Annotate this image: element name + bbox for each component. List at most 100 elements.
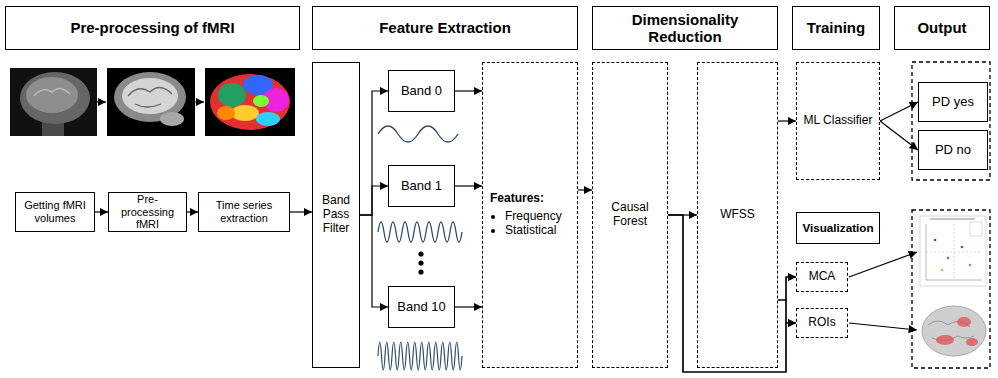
method-box: WFSS: [697, 62, 778, 368]
brain-cortex: [122, 78, 178, 114]
node-label: PD no: [935, 143, 971, 158]
node-label: Getting fMRI volumes: [19, 199, 91, 224]
ellipsis-dot: [418, 260, 423, 265]
chart-gridline: [954, 224, 955, 280]
section-header: Training: [792, 6, 880, 50]
method-box: MCA: [796, 262, 848, 292]
mri-raw-image: [10, 68, 97, 136]
filter-box: Band Pass Filter: [312, 62, 360, 368]
output-group: [912, 210, 990, 368]
roi-patch: [966, 338, 978, 346]
chart-dot: [961, 246, 964, 249]
band-box: Band 1: [388, 165, 455, 207]
node-label: Band 0: [401, 84, 442, 99]
list-item: Frequency: [505, 209, 562, 223]
image-arrow: [97, 101, 106, 102]
atlas-region: [218, 83, 246, 107]
cerebellum-shape: [160, 112, 184, 126]
node-label: Time series extraction: [202, 199, 286, 224]
output-group: [912, 62, 990, 180]
process-box: Getting fMRI volumes: [15, 192, 95, 232]
output-box: PD no: [918, 130, 988, 170]
image-arrow: [195, 101, 204, 102]
section-header: Visualization: [796, 212, 880, 244]
flow-arrow: [455, 185, 482, 186]
band-wave: [378, 342, 462, 370]
node-label: PD yes: [932, 95, 974, 110]
process-box: Time series extraction: [198, 192, 290, 232]
brain-fold: [34, 88, 70, 96]
node-label: Output: [917, 19, 966, 36]
node-label: Dimensionality Reduction: [596, 11, 774, 46]
flow-arrow: [880, 102, 918, 121]
image-ground: [10, 68, 97, 136]
band-box: Band 0: [388, 70, 455, 112]
node-label: Pre-processing fMRI: [112, 193, 183, 231]
node-label: WFSS: [720, 208, 755, 222]
list-item: Statistical: [505, 223, 562, 237]
node-label: Pre-processing of fMRI: [70, 19, 234, 36]
flow-arrow: [187, 211, 198, 212]
atlas-region: [256, 112, 280, 126]
node-label: ROIs: [808, 316, 835, 330]
flow-arrow: [360, 186, 388, 215]
chart-title-line: [930, 219, 975, 220]
image-ground: [107, 68, 195, 136]
flow-arrow: [290, 211, 312, 212]
node-label: Training: [807, 19, 865, 36]
atlas-region: [210, 74, 290, 130]
mri-stripped-image: [107, 68, 195, 136]
roi-brain-render: [922, 306, 986, 356]
atlas-region: [253, 95, 269, 107]
flow-arrow: [668, 215, 796, 372]
output-box: PD yes: [918, 82, 988, 122]
process-box: Pre-processing fMRI: [108, 192, 187, 232]
image-ground: [205, 68, 295, 136]
atlas-region: [217, 106, 235, 120]
node-label: Features:: [490, 192, 544, 206]
section-header: Dimensionality Reduction: [592, 6, 778, 50]
chart-dot: [969, 264, 972, 267]
flow-arrow: [578, 189, 592, 190]
section-header: Pre-processing of fMRI: [5, 6, 300, 50]
flow-arrow: [455, 90, 482, 91]
section-header: Feature Extraction: [312, 6, 578, 50]
flow-arrow: [668, 215, 796, 372]
brain-fold: [128, 87, 172, 107]
atlas-region: [231, 105, 259, 121]
flow-arrow: [95, 211, 108, 212]
ellipsis-dot: [418, 269, 423, 274]
chart-dot: [947, 257, 950, 260]
band-wave: [378, 222, 462, 242]
chart-dot: [934, 239, 937, 242]
flow-arrow: [778, 277, 796, 300]
output-arrow: [849, 252, 917, 277]
chart-dot: [941, 269, 944, 272]
node-label: Causal Forest: [596, 201, 664, 229]
head-shape: [20, 72, 90, 124]
flow-arrow: [778, 120, 796, 121]
node-label: Band Pass Filter: [316, 194, 356, 235]
method-box: Causal Forest: [592, 62, 668, 368]
classifier-box: ML Classifier: [796, 62, 880, 180]
flow-arrow: [880, 121, 918, 150]
brain-shape: [922, 306, 986, 356]
flow-arrow: [455, 306, 482, 307]
feature-box: Features: FrequencyStatistical: [482, 62, 578, 368]
section-header: Output: [894, 6, 990, 50]
brain-shape: [26, 77, 78, 113]
ellipsis-dot: [418, 251, 423, 256]
node-label: Band 1: [401, 179, 442, 194]
flow-arrow: [778, 300, 796, 323]
node-label: Feature Extraction: [379, 19, 511, 36]
method-box: ROIs: [796, 308, 848, 338]
feature-list: FrequencyStatistical: [490, 209, 562, 238]
band-wave: [378, 126, 458, 142]
output-arrow: [849, 323, 917, 330]
node-label: Band 10: [397, 300, 445, 315]
chart-frame: [920, 216, 986, 286]
